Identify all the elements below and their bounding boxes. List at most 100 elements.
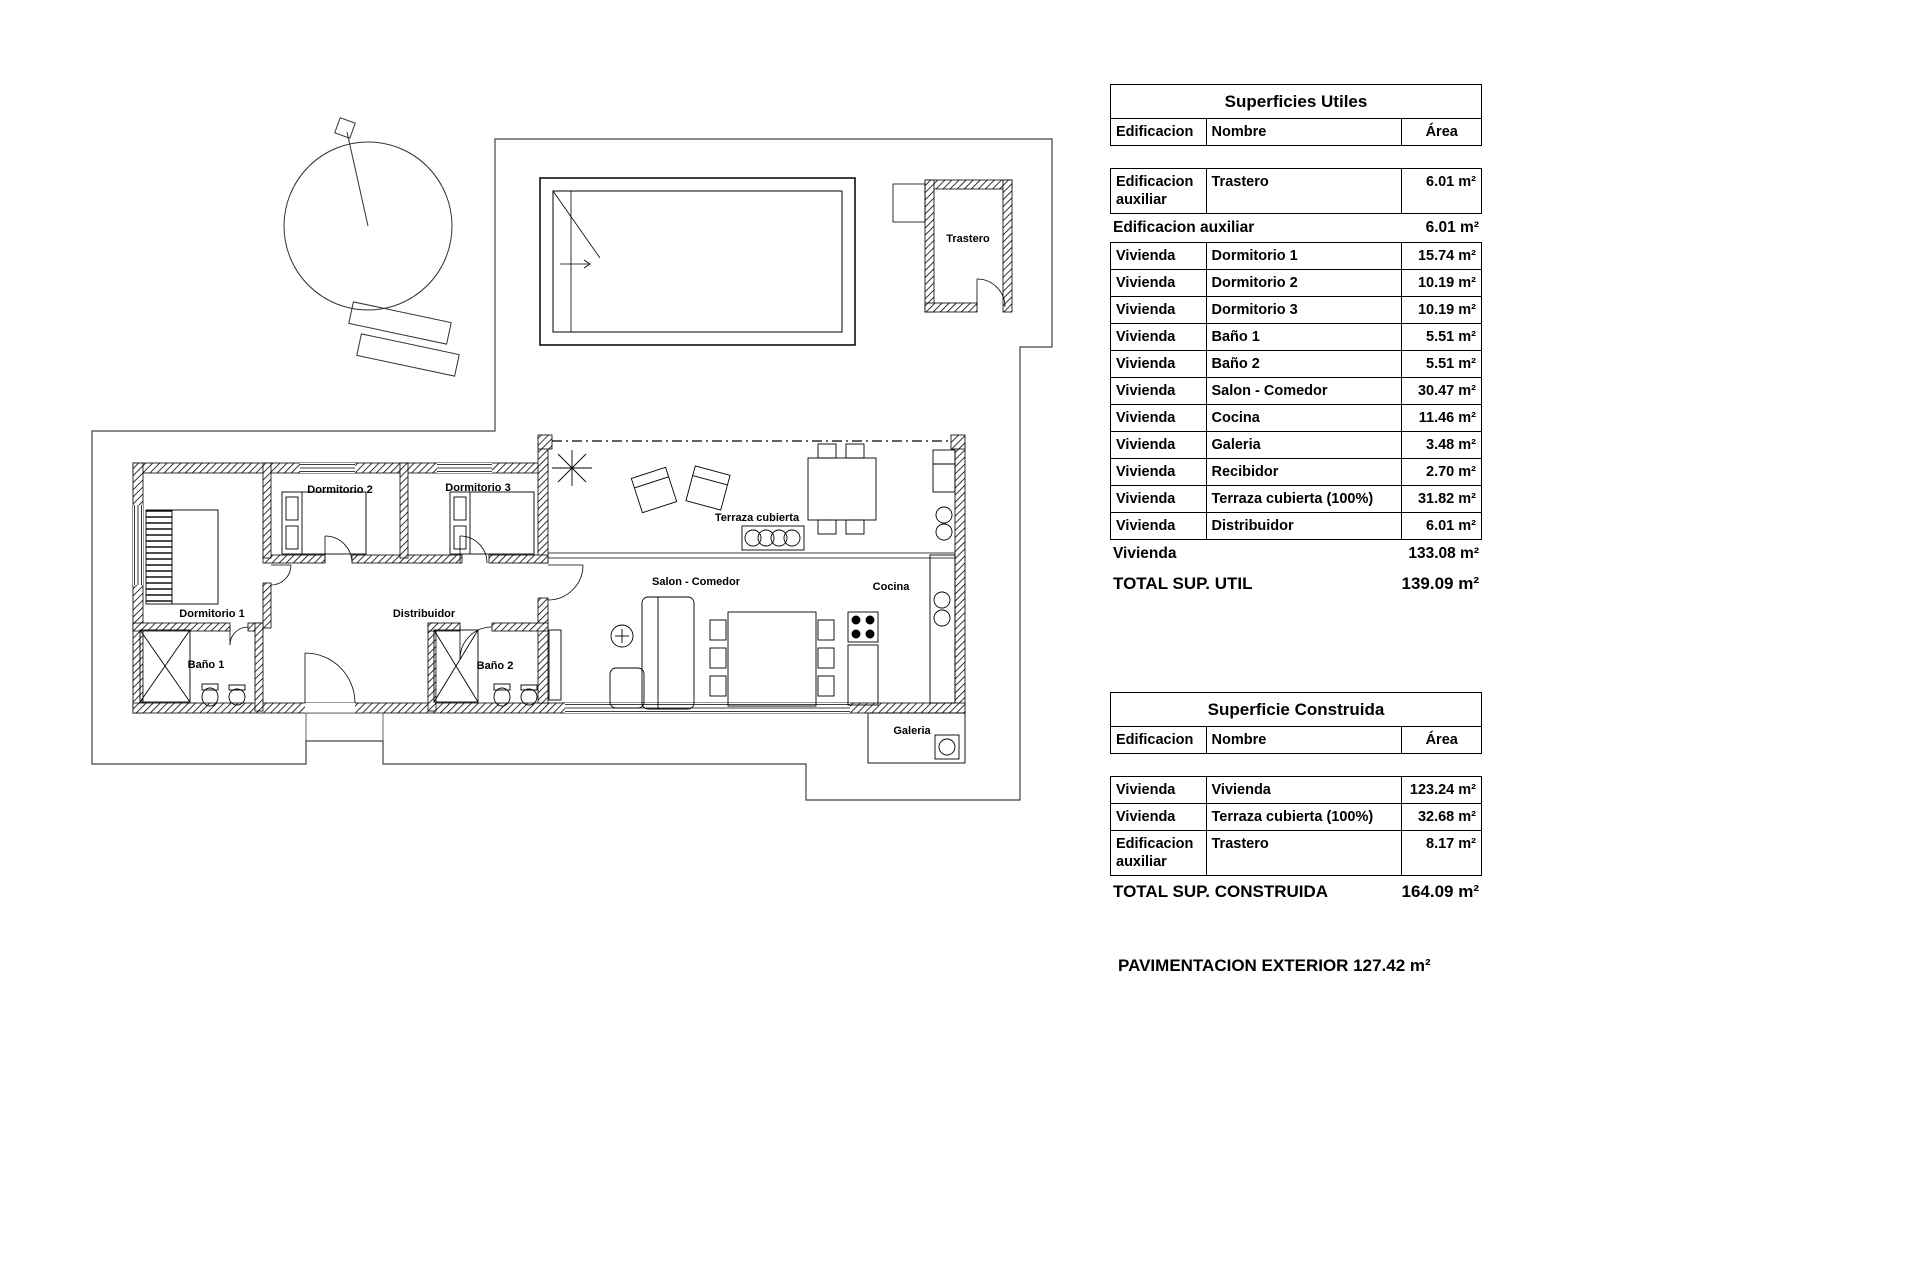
vivienda-rows-group: Vivienda Dormitorio 1 15.74 m² Vivienda … bbox=[1110, 242, 1482, 540]
tree bbox=[283, 117, 453, 311]
floor-plan: Trastero Dormitorio 1 Dormitorio 2 Dormi… bbox=[91, 117, 1053, 801]
table-row: Vivienda Salon - Comedor 30.47 m² bbox=[1111, 378, 1481, 405]
table-row: Vivienda Dormitorio 2 10.19 m² bbox=[1111, 270, 1481, 297]
table-title: Superficies Utiles bbox=[1110, 84, 1482, 118]
cell-nombre: Terraza cubierta (100%) bbox=[1205, 804, 1402, 830]
subtotal-label: Edificacion auxiliar bbox=[1113, 219, 1255, 236]
cell-area: 2.70 m² bbox=[1401, 459, 1481, 485]
table-row: Vivienda Baño 1 5.51 m² bbox=[1111, 324, 1481, 351]
table-row: Vivienda Recibidor 2.70 m² bbox=[1111, 459, 1481, 486]
cell-edificacion: Vivienda bbox=[1116, 356, 1176, 372]
cell-nombre: Baño 1 bbox=[1205, 324, 1402, 350]
cell-area: 15.74 m² bbox=[1401, 243, 1481, 269]
superficie-construida-table: Superficie Construida Edificacion Nombre… bbox=[1110, 692, 1482, 908]
table-row: Edificacion auxiliar Trastero 6.01 m² bbox=[1111, 169, 1481, 214]
cell-nombre: Trastero bbox=[1205, 831, 1402, 875]
cell-edificacion: Vivienda bbox=[1116, 302, 1176, 318]
table-title: Superficie Construida bbox=[1110, 692, 1482, 726]
plot-outline bbox=[91, 138, 1053, 801]
superficies-utiles-table: Superficies Utiles Edificacion Nombre Ár… bbox=[1110, 84, 1482, 600]
cell-nombre: Distribuidor bbox=[1205, 513, 1402, 539]
kitchen-fixtures bbox=[847, 449, 956, 706]
total-label: TOTAL SUP. UTIL bbox=[1113, 574, 1253, 593]
header-edificacion: Edificacion bbox=[1116, 124, 1194, 140]
cell-nombre: Cocina bbox=[1205, 405, 1402, 431]
trastero-building bbox=[892, 179, 1013, 313]
porch-step bbox=[305, 712, 384, 742]
paving-slabs bbox=[348, 301, 460, 377]
cell-area: 32.68 m² bbox=[1401, 804, 1481, 830]
cell-nombre: Dormitorio 2 bbox=[1205, 270, 1402, 296]
cell-area: 10.19 m² bbox=[1401, 270, 1481, 296]
room-label-bano-1: Baño 1 bbox=[188, 659, 225, 671]
cell-edificacion: Vivienda bbox=[1116, 782, 1176, 798]
cell-nombre: Salon - Comedor bbox=[1205, 378, 1402, 404]
table-row: Vivienda Dormitorio 3 10.19 m² bbox=[1111, 297, 1481, 324]
table-row: Vivienda Baño 2 5.51 m² bbox=[1111, 351, 1481, 378]
header-edificacion: Edificacion bbox=[1116, 732, 1194, 748]
cell-area: 3.48 m² bbox=[1401, 432, 1481, 458]
table-header-row: Edificacion Nombre Área bbox=[1110, 726, 1482, 754]
terrace-furniture bbox=[552, 443, 877, 551]
room-label-distribuidor: Distribuidor bbox=[393, 608, 456, 620]
cell-nombre: Trastero bbox=[1205, 169, 1402, 213]
table-row: Vivienda Terraza cubierta (100%) 31.82 m… bbox=[1111, 486, 1481, 513]
total-value: 139.09 m² bbox=[1401, 574, 1480, 593]
aux-rows-group: Edificacion auxiliar Trastero 6.01 m² bbox=[1110, 168, 1482, 214]
room-label-terraza: Terraza cubierta bbox=[715, 512, 800, 524]
table-row: Vivienda Cocina 11.46 m² bbox=[1111, 405, 1481, 432]
subtotal-label: Vivienda bbox=[1113, 545, 1177, 562]
spacer bbox=[1110, 146, 1482, 168]
table-row: Vivienda Dormitorio 1 15.74 m² bbox=[1111, 243, 1481, 270]
table-row: Vivienda Vivienda 123.24 m² bbox=[1111, 777, 1481, 804]
cell-edificacion: Vivienda bbox=[1116, 248, 1176, 264]
room-label-trastero: Trastero bbox=[946, 233, 990, 245]
cell-area: 6.01 m² bbox=[1401, 169, 1481, 213]
table-row: Vivienda Galeria 3.48 m² bbox=[1111, 432, 1481, 459]
subtotal-row-vivienda: Vivienda 133.08 m² bbox=[1110, 540, 1482, 568]
room-label-bano-2: Baño 2 bbox=[477, 660, 514, 672]
table-row: Edificacion auxiliar Trastero 8.17 m² bbox=[1111, 831, 1481, 876]
cell-edificacion: Vivienda bbox=[1116, 437, 1176, 453]
room-label-cocina: Cocina bbox=[873, 581, 911, 593]
trastero-door bbox=[976, 278, 1006, 308]
trastero-annex bbox=[892, 183, 926, 223]
galeria-room bbox=[867, 712, 966, 764]
cell-nombre: Baño 2 bbox=[1205, 351, 1402, 377]
cell-nombre: Dormitorio 3 bbox=[1205, 297, 1402, 323]
room-label-dormitorio-3: Dormitorio 3 bbox=[445, 482, 510, 494]
cell-edificacion: Edificacion auxiliar bbox=[1116, 174, 1194, 208]
total-value: 164.09 m² bbox=[1401, 882, 1480, 901]
entrance-door bbox=[304, 652, 356, 713]
cell-area: 8.17 m² bbox=[1401, 831, 1481, 875]
cell-nombre: Dormitorio 1 bbox=[1205, 243, 1402, 269]
cell-edificacion: Vivienda bbox=[1116, 809, 1176, 825]
subtotal-value: 133.08 m² bbox=[1408, 545, 1479, 562]
interior-doors bbox=[229, 535, 584, 660]
cell-edificacion: Vivienda bbox=[1116, 383, 1176, 399]
spacer bbox=[1110, 754, 1482, 776]
pavimentacion-exterior-note: PAVIMENTACION EXTERIOR 127.42 m² bbox=[1118, 956, 1431, 975]
cell-area: 123.24 m² bbox=[1401, 777, 1481, 803]
cell-area: 5.51 m² bbox=[1401, 351, 1481, 377]
swimming-pool bbox=[539, 177, 856, 346]
cell-edificacion: Vivienda bbox=[1116, 464, 1176, 480]
room-label-galeria: Galeria bbox=[893, 725, 931, 737]
cell-edificacion: Edificacion auxiliar bbox=[1116, 836, 1194, 870]
header-nombre: Nombre bbox=[1205, 727, 1402, 753]
cell-edificacion: Vivienda bbox=[1116, 275, 1176, 291]
header-nombre: Nombre bbox=[1205, 119, 1402, 145]
bed-dormitorio-1 bbox=[145, 509, 219, 605]
header-area: Área bbox=[1401, 119, 1481, 145]
cell-nombre: Recibidor bbox=[1205, 459, 1402, 485]
sofa bbox=[609, 596, 695, 710]
bed-dormitorio-3 bbox=[449, 491, 535, 555]
cell-nombre: Galeria bbox=[1205, 432, 1402, 458]
table-row: Vivienda Terraza cubierta (100%) 32.68 m… bbox=[1111, 804, 1481, 831]
bathroom-1-fixtures bbox=[139, 629, 246, 707]
subtotal-row-aux: Edificacion auxiliar 6.01 m² bbox=[1110, 214, 1482, 242]
table-row: Vivienda Distribuidor 6.01 m² bbox=[1111, 513, 1481, 540]
cell-area: 31.82 m² bbox=[1401, 486, 1481, 512]
subtotal-value: 6.01 m² bbox=[1425, 219, 1479, 236]
cell-edificacion: Vivienda bbox=[1116, 410, 1176, 426]
